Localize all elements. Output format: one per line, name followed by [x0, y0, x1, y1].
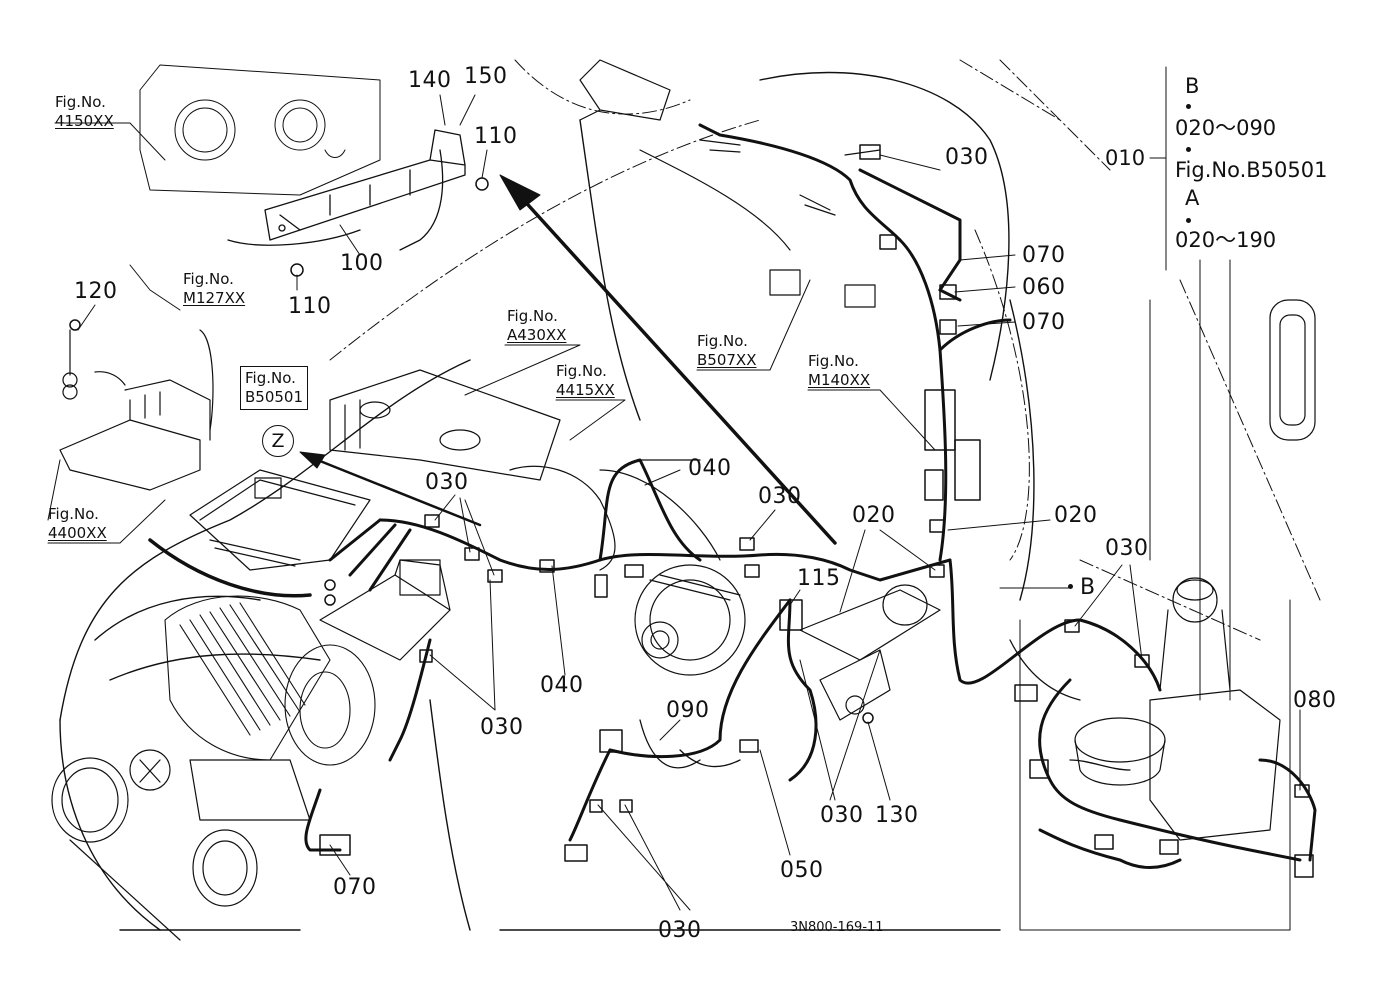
- part-label-110-top: 110: [474, 124, 518, 149]
- part-label-050: 050: [780, 858, 824, 883]
- part-label-030-left: 030: [425, 470, 469, 495]
- wire-harness: [304, 123, 1317, 869]
- legend-b: B: [1185, 74, 1200, 98]
- muffler-shield: [579, 59, 671, 121]
- legend-code-010: 010: [1105, 146, 1146, 170]
- fig-ref-4400xx: Fig.No. 4400XX: [48, 505, 107, 543]
- fig-ref-a430xx-code: A430XX: [507, 326, 567, 344]
- starter-motor: [799, 584, 941, 721]
- engine-hood-body: [59, 71, 1035, 931]
- fig-ref-4400xx-code: 4400XX: [48, 524, 107, 542]
- part-label-120: 120: [74, 279, 118, 304]
- view-arrow: [508, 183, 837, 545]
- intake-cover: [329, 369, 721, 571]
- fig-ref-a430xx-prefix: Fig.No.: [507, 307, 558, 325]
- fig-ref-4400xx-prefix: Fig.No.: [48, 505, 99, 523]
- z-view-curve: [148, 538, 312, 598]
- ecu-module: [189, 469, 371, 571]
- part-label-110-bottom: 110: [288, 294, 332, 319]
- legend-range-b: 020～090: [1175, 116, 1277, 140]
- glow-plugs: [639, 139, 881, 308]
- fig-ref-m127xx-prefix: Fig.No.: [183, 270, 234, 288]
- legend-dot-2: [1186, 147, 1191, 152]
- fig-ref-4415xx-prefix: Fig.No.: [556, 362, 607, 380]
- z-view-arrow: [303, 453, 482, 527]
- fig-ref-b507xx-code: B507XX: [697, 351, 757, 369]
- part-label-020-b: 020: [1054, 503, 1098, 528]
- cab-structure: [1019, 259, 1291, 931]
- part-label-060: 060: [1022, 275, 1066, 300]
- fig-ref-b507xx-prefix: Fig.No.: [697, 332, 748, 350]
- fig-ref-m140xx-code: M140XX: [808, 371, 871, 389]
- connector-b-label: B: [1080, 575, 1096, 600]
- fig-ref-4415xx-code: 4415XX: [556, 381, 615, 399]
- part-label-020-a: 020: [852, 503, 896, 528]
- fig-ref-4150xx: Fig.No. 4150XX: [55, 93, 114, 131]
- gear-case: [139, 64, 381, 196]
- part-label-030-lower-left: 030: [480, 715, 524, 740]
- part-label-040-bottom: 040: [540, 673, 584, 698]
- part-label-090: 090: [666, 698, 710, 723]
- fig-ref-a430xx: Fig.No. A430XX: [507, 307, 566, 345]
- fig-ref-4415xx: Fig.No. 4415XX: [556, 362, 615, 400]
- fig-ref-b507xx: Fig.No. B507XX: [697, 332, 756, 370]
- side-bracket: [59, 329, 214, 491]
- part-label-030-bottom: 030: [658, 918, 702, 943]
- part-label-140: 140: [408, 68, 452, 93]
- legend-a: A: [1185, 186, 1200, 210]
- part-label-030-bottom-mid: 030: [820, 803, 864, 828]
- fig-ref-m127xx-code: M127XX: [183, 289, 246, 307]
- connector-b-dot: [1068, 584, 1073, 589]
- alternator: [634, 564, 746, 676]
- part-label-030-top-right: 030: [945, 145, 989, 170]
- fig-ref-b50501-box: Fig.No. B50501: [240, 366, 309, 410]
- legend-fig-b50501: Fig.No.B50501: [1175, 158, 1328, 182]
- part-label-030-right: 030: [1105, 536, 1149, 561]
- part-label-080: 080: [1293, 688, 1337, 713]
- fig-ref-m140xx: Fig.No. M140XX: [808, 352, 870, 390]
- part-label-150: 150: [464, 64, 508, 89]
- legend-dot-1: [1186, 104, 1191, 109]
- fig-ref-4150xx-prefix: Fig.No.: [55, 93, 106, 111]
- figure-ref-leaders: [47, 122, 936, 544]
- drawing-code: 3N800-169-11: [790, 920, 884, 935]
- air-cleaner: [164, 595, 376, 766]
- part-label-100: 100: [340, 251, 384, 276]
- part-label-040-top: 040: [688, 456, 732, 481]
- part-label-070-bottom: 070: [333, 875, 377, 900]
- part-label-070-b: 070: [1022, 310, 1066, 335]
- fig-ref-b50501-prefix: Fig.No.: [245, 369, 296, 387]
- part-label-030-mid: 030: [758, 484, 802, 509]
- fig-ref-b50501-code: B50501: [245, 388, 304, 406]
- legend-range-a: 020～190: [1175, 228, 1277, 252]
- fig-ref-m127xx: Fig.No. M127XX: [183, 270, 245, 308]
- view-marker-z: Z: [262, 425, 294, 457]
- front-grille: [51, 749, 311, 941]
- leader-lines: [77, 66, 1301, 911]
- fuel-filter: [1074, 299, 1316, 841]
- part-label-070-a: 070: [1022, 243, 1066, 268]
- harness-clips: [69, 144, 1314, 878]
- legend-dot-3: [1186, 218, 1191, 223]
- relay-box: [319, 559, 451, 661]
- part-label-115: 115: [797, 566, 841, 591]
- fig-ref-m140xx-prefix: Fig.No.: [808, 352, 859, 370]
- fig-ref-4150xx-code: 4150XX: [55, 112, 114, 130]
- part-label-130: 130: [875, 803, 919, 828]
- view-arrow-head: [499, 174, 541, 211]
- sensor-wires: [639, 459, 1131, 771]
- mounting-bracket: [227, 129, 466, 251]
